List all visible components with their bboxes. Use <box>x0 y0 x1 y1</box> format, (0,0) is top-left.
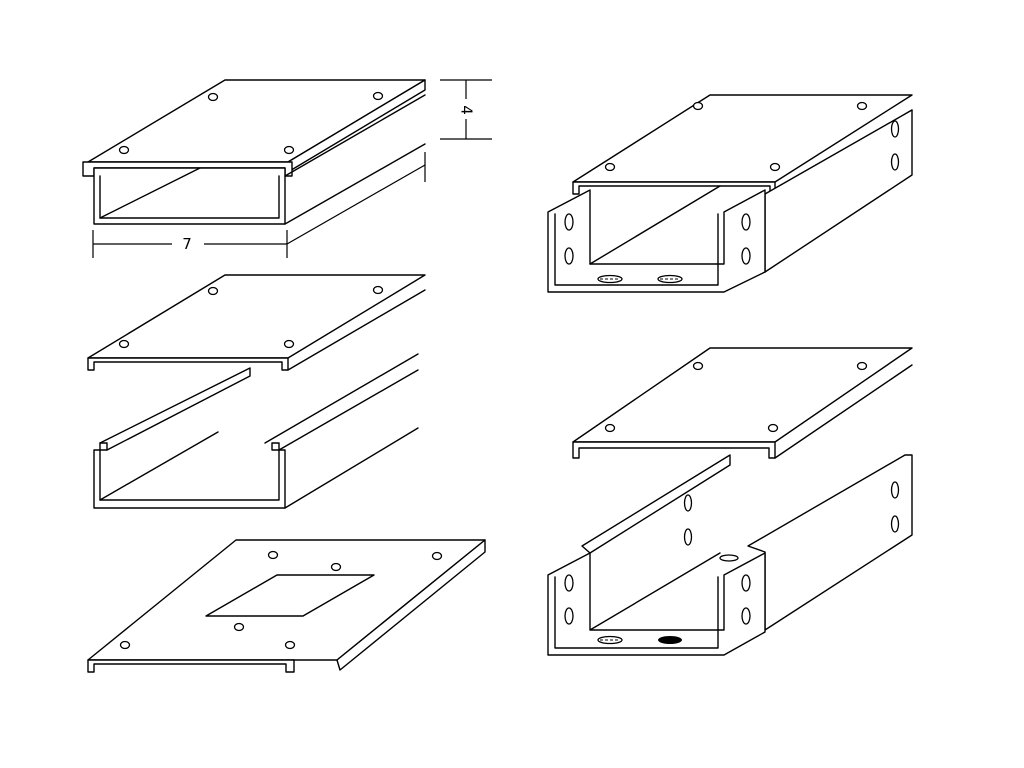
cover-plate-with-opening <box>87 539 486 673</box>
plate-right-lip <box>336 539 486 671</box>
channel-u-flange-inner <box>554 213 719 286</box>
exploded-channel-side-slot <box>890 515 900 533</box>
exploded-channel-floor-slot-filled <box>658 636 682 644</box>
plate-hole <box>233 622 245 632</box>
width-dimension: 7 <box>92 164 426 258</box>
plate-hole <box>119 640 131 650</box>
plate-hole <box>431 551 443 561</box>
exploded-trough-floor-line <box>99 431 219 501</box>
exploded-channel-cover-hole <box>692 361 704 371</box>
exploded-channel-flange-slot <box>741 574 751 592</box>
channel-cover-hole <box>604 162 616 172</box>
width-dimension-label: 7 <box>182 235 192 253</box>
exploded-channel-cover-hole <box>856 361 868 371</box>
exploded-channel-with-flange <box>547 347 913 656</box>
exploded-trough-front <box>93 442 286 509</box>
channel-flange-slot <box>741 213 751 231</box>
exploded-cover-hole <box>283 339 295 349</box>
channel-flange-slot <box>564 247 574 265</box>
assembled-channel-with-flange <box>547 94 913 293</box>
exploded-trough-right-flange-bottom <box>278 369 419 451</box>
channel-cover-hole <box>856 101 868 111</box>
height-dimension: 4 <box>440 79 492 140</box>
height-dimension-label-bg <box>458 99 474 119</box>
plate-hole <box>330 562 342 572</box>
assembled-trough-inner <box>99 175 280 219</box>
exploded-channel-cover-front-lip <box>572 441 776 459</box>
exploded-trough-bottom-edge <box>284 427 419 509</box>
exploded-channel-cover-hole <box>604 423 616 433</box>
channel-cover-hole <box>692 101 704 111</box>
assembled-trough-floor-line <box>99 167 201 219</box>
plate-front-lip <box>87 659 295 673</box>
depth-dimension-line <box>286 164 426 245</box>
exploded-channel-right-wall <box>747 454 913 631</box>
assembled-trough-side-edge-bottom <box>284 143 426 225</box>
channel-cover-hole <box>769 162 781 172</box>
assembled-cover-hole <box>372 91 384 101</box>
channel-flange-slot <box>741 247 751 265</box>
exploded-trough-left-flange <box>99 367 251 451</box>
exploded-channel-flange-slot <box>564 607 574 625</box>
exploded-trough-right-flange-top <box>264 353 419 444</box>
channel-side-slot <box>890 153 900 171</box>
channel-floor-line <box>589 185 721 265</box>
height-dimension-label: 4 <box>458 105 476 115</box>
exploded-channel-side-slot <box>683 528 693 546</box>
assembled-trough-front <box>93 167 286 225</box>
plate-hole <box>284 640 296 650</box>
exploded-cover-front-lip <box>87 357 289 371</box>
assembled-cover-hole <box>118 145 130 155</box>
exploded-cover-and-trough <box>87 274 426 509</box>
assembled-cover-hole <box>283 145 295 155</box>
assembled-trough-side-edge-top <box>284 94 426 177</box>
exploded-channel-cover-hole <box>767 423 779 433</box>
assembled-cover-hole <box>207 92 219 102</box>
assembled-trough-with-cover: 4 7 <box>82 79 492 258</box>
exploded-channel-u-flange-inner <box>554 576 719 649</box>
exploded-channel-flange-slot <box>564 574 574 592</box>
channel-u-flange <box>547 189 766 293</box>
exploded-channel-u-flange <box>547 552 766 656</box>
exploded-channel-floor-line <box>589 552 721 631</box>
channel-flange-slot <box>564 213 574 231</box>
exploded-channel-flange-slot <box>741 607 751 625</box>
plate-hole <box>267 550 279 560</box>
exploded-cover-hole <box>372 285 384 295</box>
exploded-channel-cover-side-edge <box>774 364 913 459</box>
exploded-cover-side-edge <box>287 289 426 371</box>
exploded-cover-hole <box>118 339 130 349</box>
exploded-channel-connector-slot <box>719 554 739 562</box>
channel-side-slot <box>890 120 900 138</box>
exploded-channel-left-wall <box>581 454 731 554</box>
exploded-channel-side-slot <box>890 481 900 499</box>
channel-cover-front-lip <box>572 181 776 195</box>
exploded-channel-side-slot <box>683 494 693 512</box>
exploded-cover-hole <box>207 286 219 296</box>
plate-square-opening <box>205 574 375 617</box>
